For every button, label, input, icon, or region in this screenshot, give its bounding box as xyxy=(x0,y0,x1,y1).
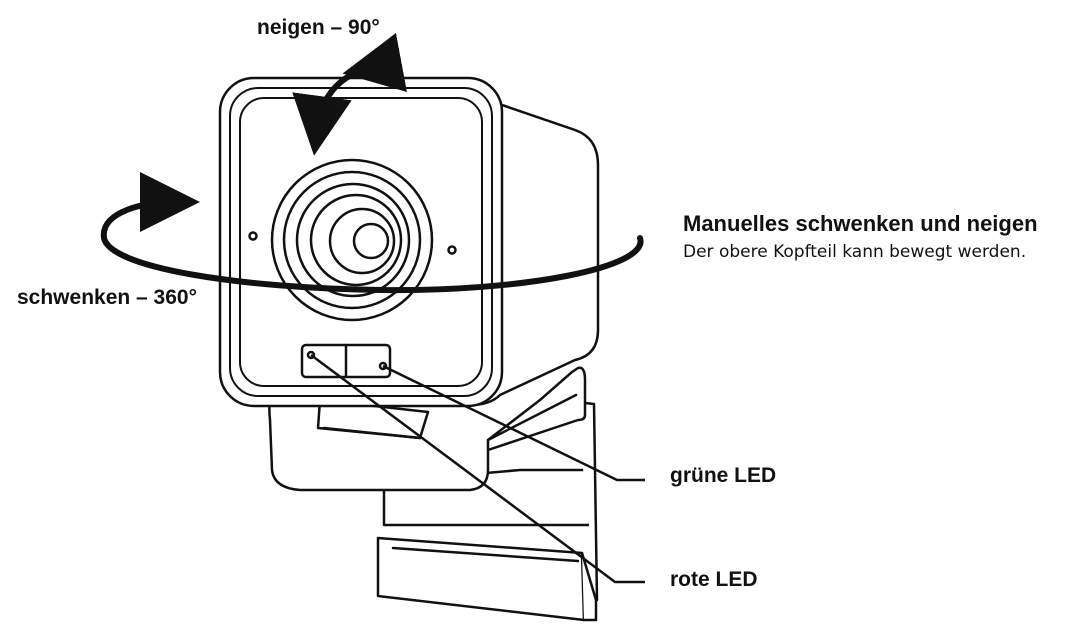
manual-title: Manuelles schwenken und neigen xyxy=(683,211,1038,236)
red-led-leader xyxy=(310,353,645,584)
manual-description: Der obere Kopfteil kann bewegt werden. xyxy=(683,242,1027,262)
red-led-label: rote LED xyxy=(670,568,758,591)
led-panel xyxy=(300,343,392,379)
green-led-leader xyxy=(382,364,645,482)
tilt-arrow xyxy=(292,32,408,156)
green-led-label: grüne LED xyxy=(670,464,777,487)
hinge-mount xyxy=(268,366,587,492)
tilt-label: neigen – 90° xyxy=(257,16,380,39)
mic-hole-right xyxy=(447,245,457,255)
swivel-arrow xyxy=(100,172,644,294)
swivel-label: schwenken – 360° xyxy=(17,286,197,309)
lens xyxy=(270,158,434,322)
mic-hole-left xyxy=(248,231,258,241)
